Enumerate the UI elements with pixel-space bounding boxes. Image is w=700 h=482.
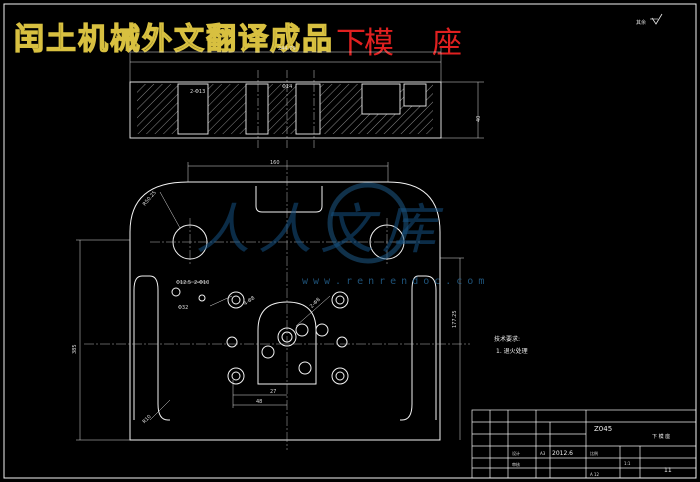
notes-heading: 技术要求: [494, 335, 520, 343]
title-block [471, 409, 697, 479]
dim-hole-b: 2-Φ10 [194, 280, 209, 286]
plan-outline [129, 181, 441, 441]
dim-offset-27: 27 [270, 389, 276, 395]
material-value: A3 [540, 451, 546, 456]
watermark-url: www.renrendoc.com [302, 276, 490, 287]
dim-top-slot: 2-Φ13 [190, 89, 205, 95]
dim-offset-48: 48 [256, 399, 262, 405]
part-title-1: 下 [336, 26, 366, 61]
scale-value: 1:1 [624, 461, 631, 466]
sheet-number: 11 [664, 467, 672, 474]
section-view [129, 48, 484, 150]
dim-hole-a: Φ12.5 [176, 280, 191, 286]
dim-height: 40 [476, 116, 482, 122]
mass-label: A 12 [590, 472, 600, 477]
dim-top-center: Φ14 [282, 84, 292, 90]
section-outline [129, 81, 442, 139]
dim-hole-mid: 4-Φ8 [243, 295, 256, 307]
dim-height-left: 385 [72, 344, 78, 354]
banner-title: 闰土机械外文翻译成品 [13, 21, 334, 57]
part-name: 下 模 座 [652, 433, 670, 440]
watermark-ring [327, 182, 409, 264]
part-title-3: 座 [432, 26, 462, 61]
surface-finish-mark: 其余 [636, 13, 663, 26]
dim-top-width: 244.79 [278, 46, 296, 52]
checker-label: 审核 [512, 461, 520, 467]
dim-plan-width: 160 [270, 160, 280, 166]
dim-corner-r: R10 [142, 414, 153, 425]
designer-label: 设计 [512, 450, 520, 456]
sheet-border [3, 3, 697, 479]
dim-hole-c: Φ32 [178, 305, 188, 311]
watermark-logo: 人人文库 [196, 198, 444, 261]
dim-height-right: 177.25 [452, 311, 458, 329]
dim-hole-mid-b: 2-Φ8 [309, 297, 322, 310]
ratio-label: 比例 [590, 450, 598, 456]
drawing-number: Z045 [594, 425, 612, 433]
notes-item-1: 1. 退火处理 [496, 347, 528, 355]
dim-radius: R50.25 [142, 190, 158, 207]
part-title-2: 模 [364, 26, 394, 61]
plan-dimensions [76, 162, 464, 441]
date-value: 2012.6 [552, 450, 573, 457]
svg-text:其余: 其余 [636, 19, 646, 26]
